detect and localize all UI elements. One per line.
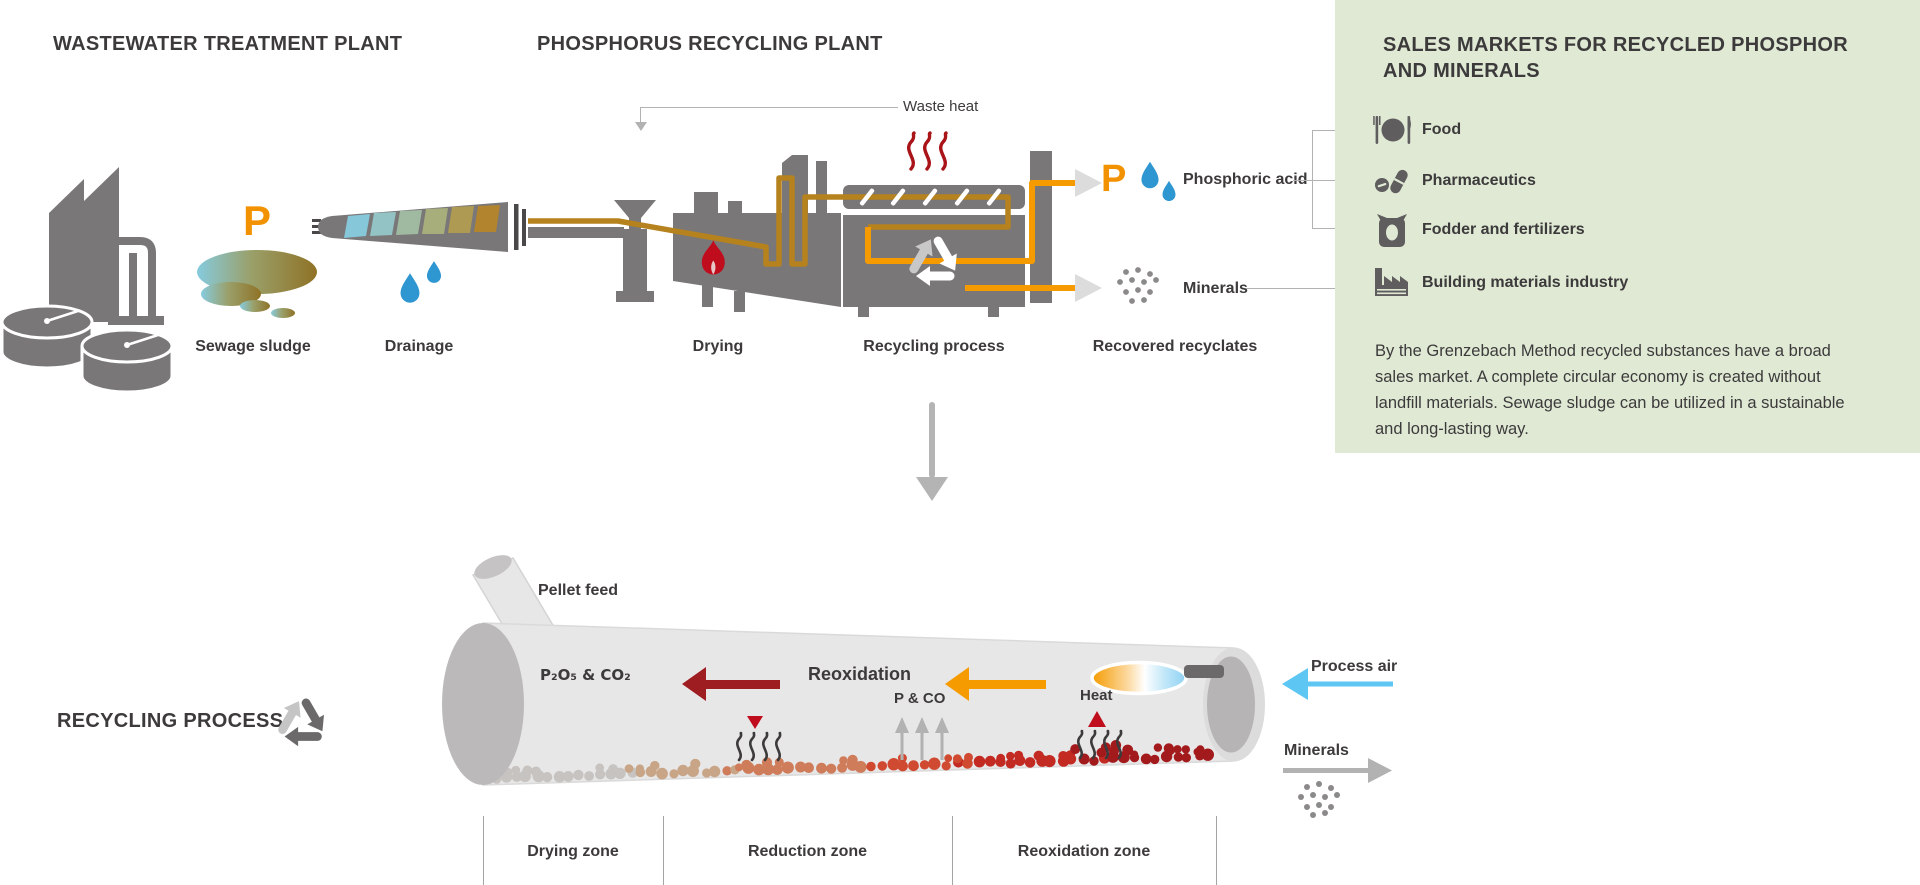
recycling-plant-title: PHOSPHORUS RECYCLING PLANT <box>537 33 883 55</box>
building-materials-label: Building materials industry <box>1422 274 1629 291</box>
heat-marker-down-icon <box>747 716 763 729</box>
wastewater-title: WASTEWATER TREATMENT PLANT <box>53 33 403 55</box>
heat-waves-icon <box>1077 729 1123 760</box>
ochre-pipe <box>528 175 1011 267</box>
reoxidation-label: Reoxidation <box>808 664 912 684</box>
food-plate-icon <box>1373 116 1411 144</box>
reduction-zone-label: Reduction zone <box>747 843 868 860</box>
minerals-out-arrow <box>1283 758 1392 783</box>
recycling-process-title: RECYCLING PROCESS <box>57 710 284 732</box>
factory-building-shape <box>49 167 119 322</box>
reoxidation-zone-label: Reoxidation zone <box>1017 843 1151 860</box>
fertilizer-sack-icon <box>1377 214 1407 247</box>
waste-heat-waves-icon <box>907 131 948 171</box>
chimney-stack <box>816 161 827 215</box>
recycle-process-icon <box>278 698 325 747</box>
pharmaceutics-label: Pharmaceutics <box>1422 172 1536 189</box>
sales-item-pharmaceutics: Pharmaceutics <box>1373 166 1536 203</box>
sales-item-food: Food <box>1373 112 1461 153</box>
sewage-sludge-icon <box>197 250 317 318</box>
acid-droplets-icon <box>1141 161 1176 202</box>
recycling-process-label: Recycling process <box>863 338 1005 355</box>
minerals-dots-icon <box>1298 781 1340 818</box>
sales-title-line2: AND MINERALS <box>1383 60 1540 82</box>
sales-description: By the Grenzebach Method recycled substa… <box>1375 342 1845 438</box>
p-co-label: P & CO <box>894 690 946 707</box>
sales-item-fodder: Fodder and fertilizers <box>1375 212 1585 253</box>
clarifier-tank-icon <box>80 328 174 394</box>
recycle-icon <box>909 236 957 286</box>
drainage-label: Drainage <box>384 338 454 355</box>
phosphoric-acid-label: Phosphoric acid <box>1183 171 1308 188</box>
wastewater-plant-icon <box>0 167 174 394</box>
connector-line <box>1293 180 1360 181</box>
factory-pipe-shape <box>119 237 156 319</box>
drying-label: Drying <box>692 338 744 355</box>
phosphorus-symbol: P <box>243 197 272 244</box>
factory-pipe-base <box>108 316 164 325</box>
waste-heat-label: Waste heat <box>903 98 979 115</box>
feed-duct <box>528 227 624 238</box>
reoxidation-flow-arrow <box>945 667 1046 701</box>
drainage-conveyor-icon <box>312 202 526 303</box>
output-arrow-icon <box>1075 169 1102 197</box>
drying-chamber-shape <box>673 192 841 307</box>
sales-title-line1: SALES MARKETS FOR RECYCLED PHOSPHOR <box>1383 34 1848 56</box>
heat-label: Heat <box>1080 687 1113 704</box>
heat-waves-icon <box>736 731 782 762</box>
burner-flame-icon <box>1090 660 1188 696</box>
waste-heat-arrow-icon <box>635 122 647 131</box>
minerals-dots-icon <box>1117 267 1159 304</box>
sales-item-building: Building materials industry <box>1373 266 1628 305</box>
process-air-arrow <box>1282 668 1393 700</box>
process-air-label: Process air <box>1311 658 1398 675</box>
waste-heat-line-stub <box>640 107 641 122</box>
p2o5-flow-arrow <box>682 667 780 701</box>
kiln-left-cap <box>442 623 524 785</box>
orange-pipe-top <box>865 180 1075 264</box>
drying-zone-label: Drying zone <box>527 843 619 860</box>
sales-markets-panel: SALES MARKETS FOR RECYCLED PHOSPHOR AND … <box>1335 0 1920 453</box>
clarifier-tank-icon <box>0 304 94 370</box>
zone-divider <box>663 816 664 885</box>
exchanger-grate <box>859 188 1002 206</box>
flow-down-arrow-shaft <box>929 402 935 478</box>
food-label: Food <box>1422 121 1462 138</box>
burner-nozzle <box>1184 665 1224 678</box>
zone-divider <box>952 816 953 885</box>
minerals-label: Minerals <box>1284 742 1349 759</box>
water-droplet-icon <box>400 261 442 303</box>
pills-icon <box>1375 169 1408 194</box>
connector-line <box>1312 130 1313 229</box>
pellet-feed-label: Pellet feed <box>538 582 619 599</box>
heat-marker-up-icon <box>1088 711 1106 727</box>
waste-heat-line <box>640 107 898 108</box>
flow-down-arrow-icon <box>916 477 948 501</box>
chimney-tower <box>782 155 808 215</box>
fodder-label: Fodder and fertilizers <box>1422 221 1585 238</box>
output-arrow-icon <box>1075 274 1102 302</box>
phosphoric-acid-symbol: P <box>1101 158 1127 200</box>
p2o5-co2-label: P₂O₅ & CO₂ <box>540 666 631 684</box>
recovered-recyclates-label: Recovered recyclates <box>1092 338 1258 355</box>
minerals-output-label: Minerals <box>1183 280 1248 297</box>
recycling-plant-machinery <box>528 131 1102 317</box>
zone-divider <box>483 816 484 885</box>
connector-line <box>1246 288 1360 289</box>
kiln-right-cap-inner <box>1207 656 1255 753</box>
hopper-funnel-icon <box>614 200 656 302</box>
zone-divider <box>1216 816 1217 885</box>
plant-column <box>1030 151 1052 303</box>
building-factory-icon <box>1375 268 1408 296</box>
sewage-sludge-label: Sewage sludge <box>195 338 311 355</box>
p-co-arrows-icon <box>895 717 949 760</box>
rotary-kiln-diagram <box>442 555 1393 818</box>
flame-icon <box>701 240 725 275</box>
